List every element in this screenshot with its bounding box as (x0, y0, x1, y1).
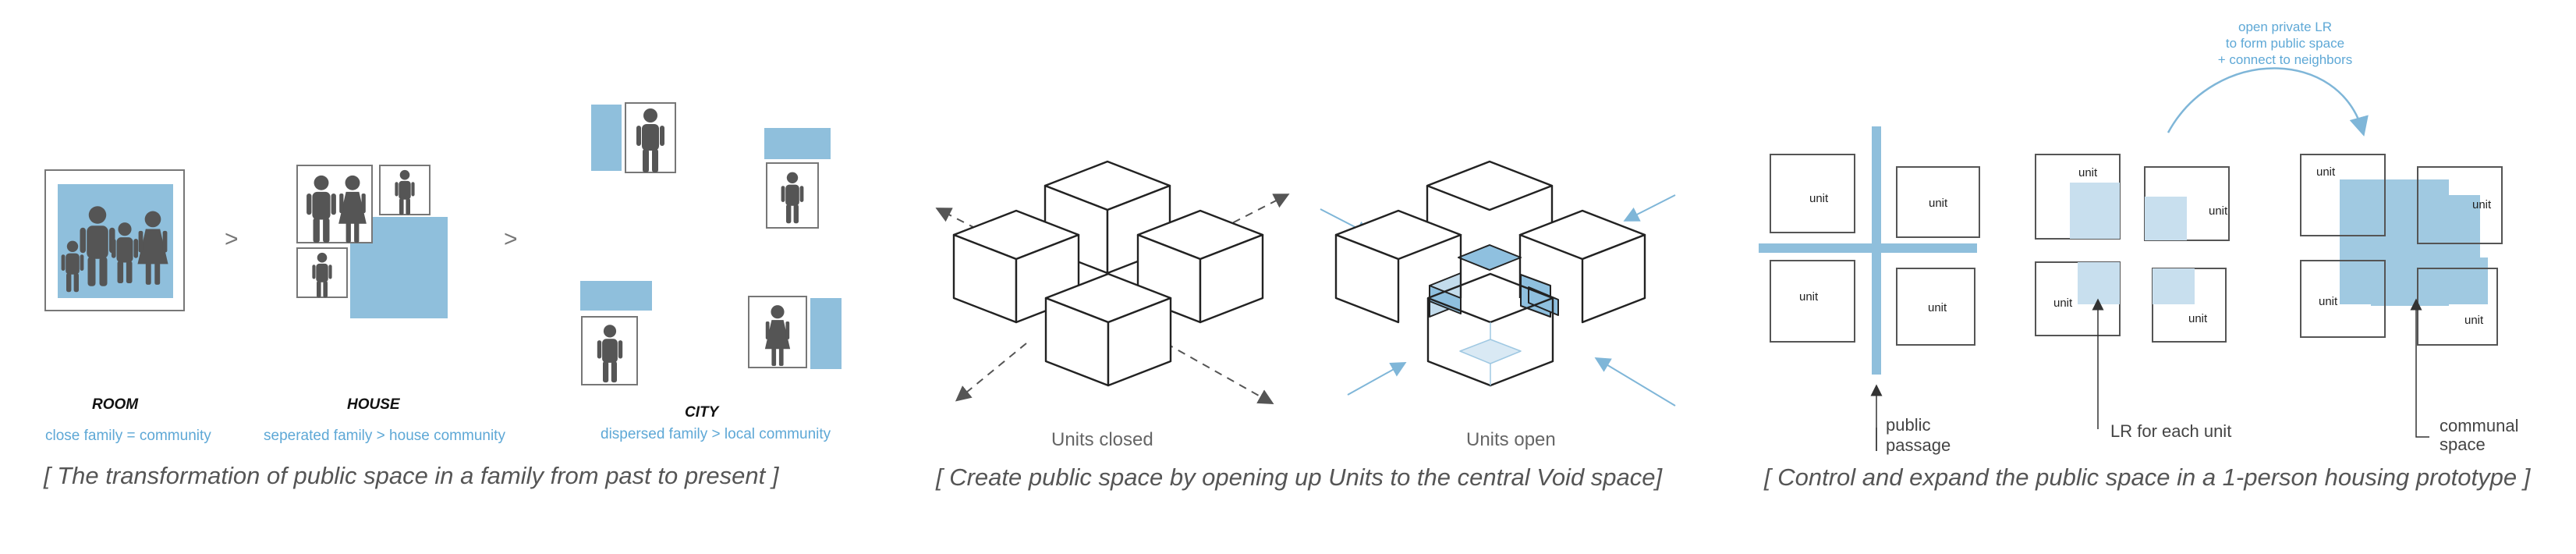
panel3-caption: [ Control and expand the public space in… (1764, 463, 2531, 491)
public-passage-line-2: passage (1886, 435, 1951, 455)
unit-label: unit (1799, 290, 1819, 304)
city-label: CITY (685, 404, 719, 421)
units-open-diagram (1320, 160, 1676, 407)
house-sublabel: seperated family > house community (264, 428, 505, 444)
annotation-line-2: to form public space (2225, 36, 2345, 51)
room-diagram (44, 169, 185, 311)
communal-line-1: communal (2440, 416, 2519, 435)
unit-label: unit (2316, 165, 2336, 179)
house-diagram (296, 165, 448, 318)
passage-diagram (1759, 126, 1980, 451)
city-diagram (580, 102, 842, 385)
open-lr-annotation: open private LR to form public space + c… (2176, 19, 2394, 68)
public-passage-line-1: public (1886, 415, 1931, 435)
unit-label: unit (2188, 312, 2208, 325)
annotation-line-3: + connect to neighbors (2217, 52, 2353, 67)
public-passage-label: public passage (1886, 415, 1951, 456)
room-sublabel: close family = community (45, 428, 211, 444)
unit-label: unit (2078, 166, 2098, 179)
unit-label: unit (2464, 314, 2484, 327)
unit-label: unit (2053, 297, 2073, 310)
communal-line-2: space (2440, 435, 2486, 454)
units-open-label: Units open (1466, 429, 1556, 450)
room-label: ROOM (92, 396, 139, 413)
arrow-glyph: > (504, 226, 518, 252)
unit-label: unit (1929, 197, 1948, 210)
annotation-line-1: open private LR (2238, 20, 2333, 34)
city-sublabel: dispersed family > local community (601, 426, 831, 442)
arrow-glyph: > (225, 226, 239, 252)
connect-arc-arrow (2167, 67, 2369, 137)
panel2-caption: [ Create public space by opening up Unit… (936, 463, 1663, 491)
lr-diagram (2035, 154, 2230, 429)
units-closed-diagram (935, 160, 1290, 404)
units-closed-label: Units closed (1051, 429, 1153, 450)
unit-label: unit (2209, 204, 2228, 218)
lr-label: LR for each unit (2110, 421, 2232, 441)
unit-label: unit (1809, 192, 1829, 205)
panel1-caption: [ The transformation of public space in … (44, 462, 779, 489)
unit-label: unit (2319, 295, 2338, 308)
communal-space-label: communal space (2440, 417, 2518, 454)
unit-label: unit (2472, 198, 2492, 211)
communal-diagram (2300, 154, 2503, 438)
unit-label: unit (1928, 301, 1947, 314)
house-label: HOUSE (347, 396, 400, 413)
